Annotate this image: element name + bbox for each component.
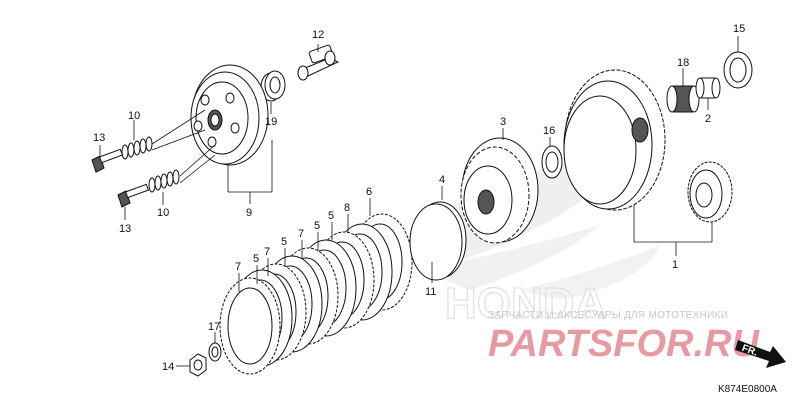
part-9-pressure-plate — [190, 64, 273, 204]
part-4-spring-ring — [409, 186, 467, 281]
part-18-needle-bearing — [666, 68, 700, 113]
callout-19: 19 — [265, 116, 277, 128]
part-10-spring-lower — [148, 144, 216, 205]
callout-11: 11 — [425, 286, 436, 298]
callout-8: 8 — [344, 202, 350, 214]
callout-17: 17 — [208, 321, 220, 333]
part-14-lock-nut — [176, 353, 207, 377]
part-17-washer — [208, 332, 222, 362]
part-12-lifter-rod — [297, 44, 340, 81]
watermark-site: PARTSFOR.RU — [488, 323, 760, 365]
callout-5-d: 5 — [253, 253, 259, 265]
part-15-thrust-washer — [723, 36, 753, 89]
watermark-honda: HONDA — [445, 279, 606, 328]
callout-6: 6 — [366, 186, 372, 198]
callouts: 12 15 18 3 2 16 10 19 13 13 10 9 4 6 8 5… — [93, 23, 745, 373]
callout-16: 16 — [543, 125, 555, 137]
callout-3: 3 — [500, 116, 506, 128]
part-13-bolt-lower — [117, 183, 150, 220]
callout-5-a: 5 — [328, 210, 334, 222]
callout-1: 1 — [672, 259, 678, 271]
callout-14: 14 — [162, 361, 174, 373]
callout-13-upper: 13 — [93, 132, 105, 144]
callout-5-c: 5 — [281, 236, 287, 248]
callout-15: 15 — [733, 23, 745, 35]
fr-label: FR. — [740, 343, 759, 359]
callout-10-lower: 10 — [157, 207, 169, 219]
callout-2: 2 — [705, 113, 711, 125]
callout-7-b: 7 — [264, 246, 270, 258]
callout-12: 12 — [312, 29, 324, 41]
part-1-clutch-outer — [563, 69, 733, 256]
callout-13-lower: 13 — [119, 223, 131, 235]
callout-18: 18 — [677, 57, 689, 69]
clutch-disc-5d — [219, 277, 281, 375]
callout-4: 4 — [439, 174, 445, 186]
part-2-bushing — [695, 77, 721, 110]
callout-7-c: 7 — [235, 261, 241, 273]
part-3-clutch-center — [460, 128, 539, 244]
front-direction-marker: FR. — [735, 340, 786, 368]
part-19-bearing — [260, 70, 286, 114]
part-10-spring-upper — [121, 109, 206, 160]
part-13-bolt-upper — [91, 145, 124, 173]
callout-9: 9 — [246, 207, 252, 219]
callout-7-a: 7 — [298, 228, 304, 240]
watermark-subtitle: ЗАПЧАСТИ И АКСЕСУАРЫ ДЛЯ МОТОТЕХНИКИ — [488, 310, 728, 321]
clutch-plate-stack — [219, 198, 413, 375]
callout-10-upper: 10 — [128, 110, 140, 122]
part-16-thrust-washer — [541, 137, 563, 179]
drawing-code: K874E0800A — [718, 384, 777, 395]
callout-5-b: 5 — [314, 220, 320, 232]
